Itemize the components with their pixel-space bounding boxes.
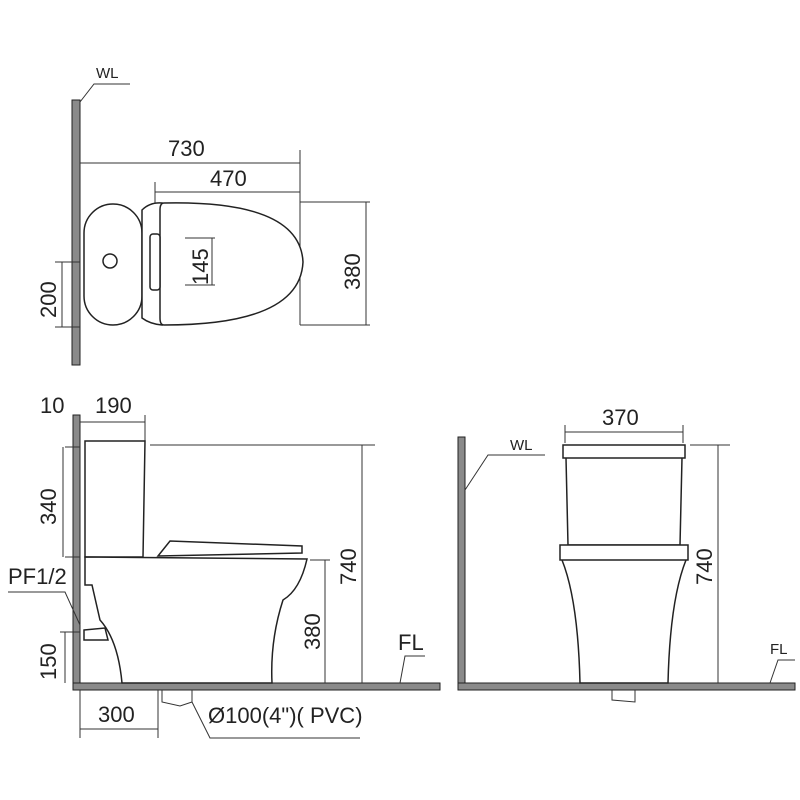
wall-label-front: WL bbox=[510, 437, 533, 454]
dim-740-side: 740 bbox=[336, 548, 361, 585]
bowl-side bbox=[84, 556, 308, 684]
tank-front bbox=[562, 444, 686, 546]
floor bbox=[72, 682, 441, 691]
dim-300: 300 bbox=[98, 702, 135, 727]
dim-145: 145 bbox=[188, 248, 213, 285]
dim-740-front: 740 bbox=[692, 548, 717, 585]
floor-label-front: FL bbox=[770, 641, 788, 658]
floor-label: FL bbox=[398, 630, 424, 655]
front-view: WL 370 740 FL bbox=[457, 405, 796, 703]
dim-200: 200 bbox=[36, 281, 61, 318]
supply-label: PF1/2 bbox=[8, 564, 67, 589]
dim-380-top: 380 bbox=[340, 253, 365, 290]
dim-470: 470 bbox=[210, 166, 247, 191]
outlet-label: Ø100(4")( PVC) bbox=[208, 703, 363, 728]
seat-side bbox=[156, 540, 303, 557]
dim-190: 190 bbox=[95, 393, 132, 418]
dim-150: 150 bbox=[36, 643, 61, 680]
tank-side bbox=[84, 440, 146, 558]
dim-340: 340 bbox=[36, 488, 61, 525]
dim-10: 10 bbox=[40, 393, 64, 418]
bowl-front bbox=[559, 544, 689, 684]
dim-730: 730 bbox=[168, 136, 205, 161]
dim-380-side: 380 bbox=[300, 613, 325, 650]
wall bbox=[71, 99, 81, 366]
top-view: WL 730 470 380 145 200 bbox=[36, 65, 370, 366]
seat-lid bbox=[159, 202, 304, 326]
wall-label: WL bbox=[96, 65, 119, 82]
side-view: 10 190 340 740 380 150 PF1/2 FL 300 Ø100… bbox=[8, 393, 441, 739]
dim-370: 370 bbox=[602, 405, 639, 430]
